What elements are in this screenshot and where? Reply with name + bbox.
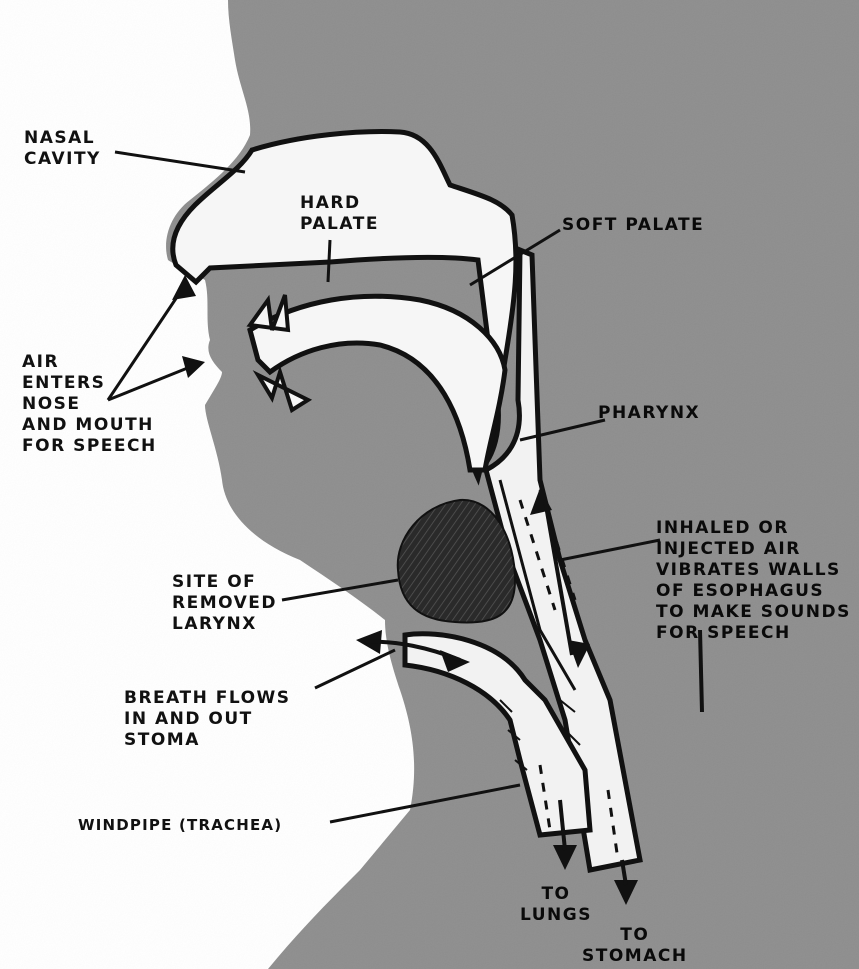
label-to-lungs: TO LUNGS: [520, 884, 592, 926]
label-air-enters: AIR ENTERS NOSE AND MOUTH FOR SPEECH: [22, 352, 157, 457]
label-removed-larynx: SITE OF REMOVED LARYNX: [172, 572, 277, 635]
label-inhaled-air: INHALED OR INJECTED AIR VIBRATES WALLS O…: [656, 518, 851, 644]
label-pharynx: PHARYNX: [598, 403, 700, 424]
label-hard-palate: HARD PALATE: [300, 193, 379, 235]
label-windpipe: WINDPIPE (TRACHEA): [78, 815, 282, 836]
label-breath-flows: BREATH FLOWS IN AND OUT STOMA: [124, 688, 291, 751]
label-nasal-cavity: NASAL CAVITY: [24, 128, 101, 170]
label-to-stomach: TO STOMACH: [582, 925, 688, 967]
label-soft-palate: SOFT PALATE: [562, 215, 704, 236]
